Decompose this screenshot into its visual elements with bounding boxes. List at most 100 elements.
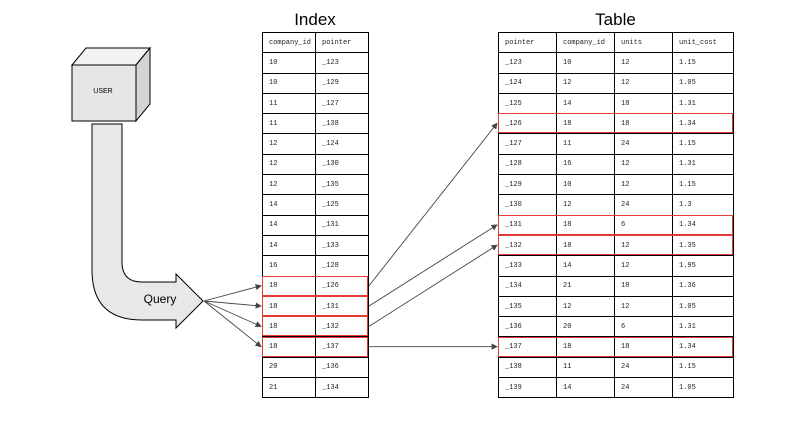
pointer-arrow [368, 224, 498, 307]
table-header-cell: company_id [556, 31, 615, 54]
table-cell: 14 [556, 377, 615, 399]
table-cell: 12 [556, 295, 615, 318]
index-cell: 18 [262, 275, 316, 297]
table-cell: 10 [556, 174, 615, 196]
index-row: 10_129 [262, 72, 369, 94]
index-cell: _133 [315, 234, 369, 257]
table-cell: 11 [556, 133, 615, 155]
table-cell: 18 [556, 336, 615, 358]
index-row: 14_133 [262, 234, 369, 257]
table-cell: 1.34 [672, 336, 734, 358]
table-cell: _124 [498, 72, 557, 94]
table-cell: 1.31 [672, 92, 734, 115]
table-cell: _129 [498, 174, 557, 196]
index-cell: 10 [262, 52, 316, 74]
index-cell: _135 [315, 174, 369, 196]
query-arrow [203, 300, 262, 309]
index-cell: 18 [262, 295, 316, 318]
table-cell: 1.34 [672, 214, 734, 236]
table-cell: _136 [498, 316, 557, 338]
index-cell: 12 [262, 133, 316, 155]
index-row: 18_132 [262, 316, 369, 338]
table-cell: _130 [498, 194, 557, 216]
table-cell: _125 [498, 92, 557, 115]
index-cell: 20 [262, 356, 316, 379]
table-cell: _133 [498, 255, 557, 277]
table-cell: 1.95 [672, 255, 734, 277]
table-cell: 11 [556, 356, 615, 379]
index-cell: _136 [315, 356, 369, 379]
table-cell: 24 [614, 356, 673, 379]
index-row: 14_125 [262, 194, 369, 216]
links-layer [203, 122, 498, 350]
table-cell: 18 [556, 113, 615, 135]
table-cell: 18 [614, 92, 673, 115]
table-cell: 12 [614, 72, 673, 94]
index-cell: _129 [315, 72, 369, 94]
table-cell: 24 [614, 133, 673, 155]
index-cell: 14 [262, 214, 316, 236]
index-header-cell: pointer [315, 31, 369, 54]
index-cell: _125 [315, 194, 369, 216]
table-title: Table [595, 10, 636, 29]
table-cell: 12 [614, 52, 673, 74]
index-cell: _128 [315, 255, 369, 277]
table-cell: 1.05 [672, 377, 734, 399]
index-row: 14_131 [262, 214, 369, 236]
table-cell: _134 [498, 275, 557, 297]
table-cell: _131 [498, 214, 557, 236]
query-arrow [203, 300, 262, 328]
index-cell: _123 [315, 52, 369, 74]
table-cell: 16 [556, 153, 615, 176]
query-arrow [203, 300, 262, 348]
query-bent-arrow-icon [91, 123, 204, 330]
table-cell: 1.15 [672, 52, 734, 74]
table-cell: 1.36 [672, 275, 734, 297]
table-cell: 12 [614, 174, 673, 196]
index-row: 20_136 [262, 356, 369, 379]
table-cell: 1.35 [672, 234, 734, 257]
table-cell: _132 [498, 234, 557, 257]
index-row: 10_123 [262, 52, 369, 74]
index-cell: _132 [315, 316, 369, 338]
table-cell: 10 [556, 52, 615, 74]
table-cell: 21 [556, 275, 615, 297]
table-cell: _138 [498, 356, 557, 379]
index-row: 21_134 [262, 377, 369, 399]
table-cell: 18 [614, 336, 673, 358]
table-cell: 20 [556, 316, 615, 338]
index-cell: _138 [315, 113, 369, 135]
index-cell: 14 [262, 234, 316, 257]
index-row: 12_130 [262, 153, 369, 176]
table-header-cell: pointer [498, 31, 557, 54]
index-row: 11_138 [262, 113, 369, 135]
user-cube-icon [70, 46, 152, 123]
cube-front-face [71, 64, 137, 122]
index-cell: 11 [262, 113, 316, 135]
table-cell: 12 [556, 194, 615, 216]
table-header-cell: unit_cost [672, 31, 734, 54]
index-cell: _126 [315, 275, 369, 297]
index-cell: 11 [262, 92, 316, 115]
table-cell: 24 [614, 194, 673, 216]
table-cell: 18 [614, 113, 673, 135]
table-cell: 14 [556, 92, 615, 115]
index-cell: _127 [315, 92, 369, 115]
index-cell: 14 [262, 194, 316, 216]
table-cell: _139 [498, 377, 557, 399]
index-cell: 18 [262, 336, 316, 358]
table-header-cell: units [614, 31, 673, 54]
